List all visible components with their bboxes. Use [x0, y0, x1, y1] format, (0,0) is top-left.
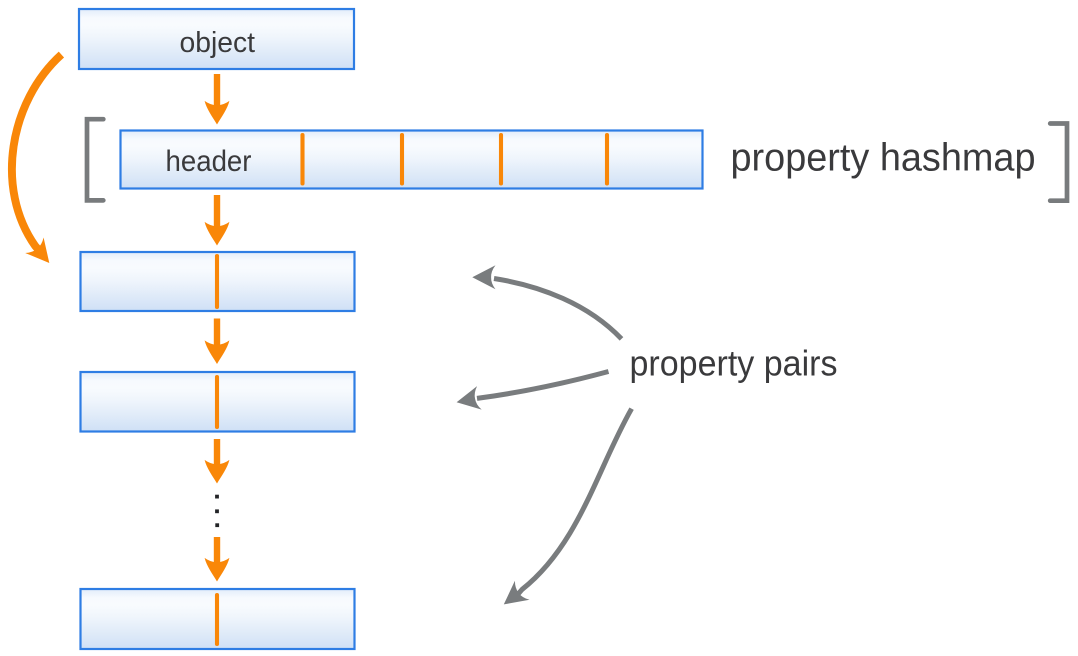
svg-text:header: header	[166, 145, 252, 178]
svg-text:property hashmap: property hashmap	[731, 136, 1036, 179]
svg-text:property pairs: property pairs	[630, 343, 838, 384]
svg-text:object: object	[180, 27, 256, 59]
